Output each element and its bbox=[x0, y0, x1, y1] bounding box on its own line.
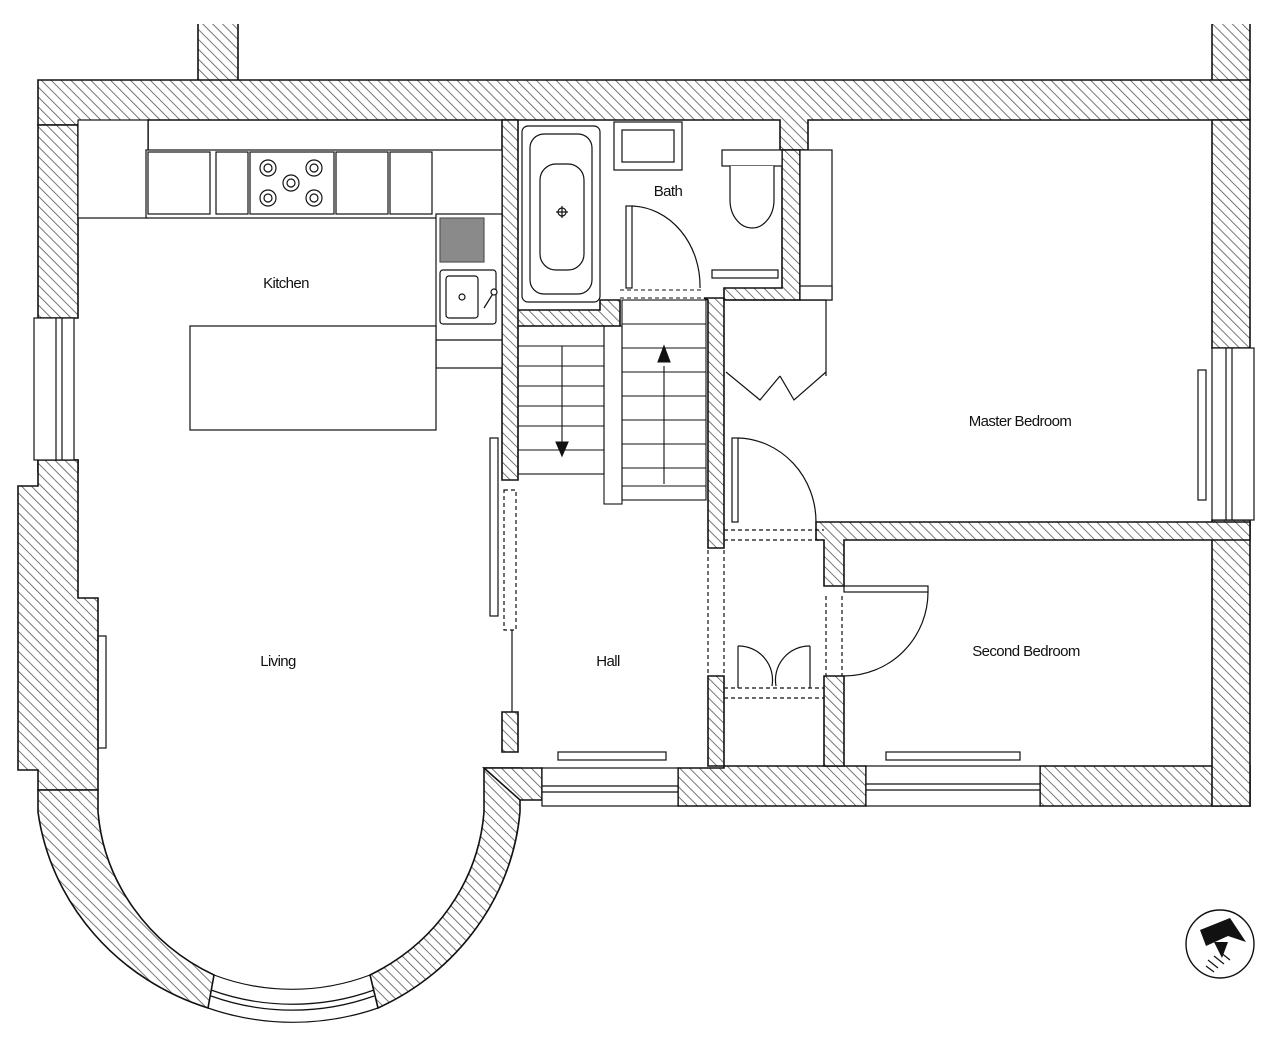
hall-pier bbox=[501, 711, 519, 753]
bath-west-wall bbox=[501, 119, 621, 481]
room-label-kitchen: Kitchen bbox=[263, 275, 309, 292]
kitchen-west-wall bbox=[37, 124, 79, 319]
sink-drain-icon bbox=[458, 293, 466, 301]
door-cupboard-double bbox=[737, 645, 811, 688]
bath-radiator bbox=[711, 269, 779, 279]
second-bedroom-west-wall bbox=[823, 675, 845, 767]
window-living-bay bbox=[207, 974, 379, 1023]
living-bay-wall bbox=[37, 789, 215, 1010]
windows bbox=[33, 317, 1255, 1023]
toilet-bowl bbox=[729, 166, 775, 229]
room-label-living: Living bbox=[260, 653, 296, 670]
living-west-wall bbox=[17, 459, 99, 791]
room-label-second-bedroom: Second Bedroom bbox=[972, 643, 1080, 660]
hall-south-wall-right bbox=[677, 765, 867, 807]
toilet-cistern bbox=[721, 149, 783, 167]
top-right-wall-stub bbox=[1212, 24, 1250, 82]
landing-east-wall bbox=[703, 297, 725, 549]
living-bay-wall-right bbox=[369, 767, 521, 1010]
door-bath bbox=[625, 205, 701, 289]
chimney-wall bbox=[198, 24, 238, 82]
staircase bbox=[517, 289, 707, 505]
door-master-bedroom bbox=[731, 437, 817, 523]
kitchen-island bbox=[189, 325, 437, 431]
stair-up-arrow-icon bbox=[657, 344, 671, 363]
window-master-bedroom bbox=[1197, 347, 1255, 521]
cupboard-west-wall bbox=[707, 675, 725, 767]
stair-treads-down bbox=[518, 345, 604, 451]
room-labels: Kitchen Bath Master Bedroom Living Hall … bbox=[260, 183, 1080, 670]
door-wardrobe-double bbox=[725, 299, 827, 401]
master-east-wall bbox=[1211, 119, 1251, 349]
bath-fixtures bbox=[521, 121, 833, 303]
walls bbox=[17, 24, 1251, 1010]
drainer bbox=[439, 217, 485, 263]
room-label-master-bedroom: Master Bedroom bbox=[969, 413, 1072, 430]
north-arrow-icon bbox=[1185, 909, 1255, 979]
hob-burner-icon bbox=[259, 159, 323, 207]
sliding-door-living bbox=[489, 437, 517, 712]
stair-down-arrow-icon bbox=[555, 441, 569, 458]
stair-balustrade bbox=[603, 325, 623, 505]
airing-cupboard bbox=[799, 149, 833, 301]
door-second-bedroom bbox=[843, 585, 929, 677]
dashed-thresholds bbox=[707, 529, 843, 699]
second-bedroom-east-wall bbox=[1211, 523, 1251, 807]
kitchen-fixtures bbox=[77, 119, 503, 431]
room-label-bath: Bath bbox=[654, 183, 683, 200]
doors bbox=[489, 205, 929, 712]
room-label-hall: Hall bbox=[596, 653, 620, 670]
window-kitchen bbox=[33, 317, 75, 461]
stair-flight-up bbox=[621, 299, 707, 501]
bedroom-dividing-wall bbox=[815, 521, 1251, 587]
kitchen-counter-corner bbox=[77, 119, 149, 219]
living-west-window-sill bbox=[97, 635, 107, 749]
window-hall bbox=[541, 751, 679, 807]
window-second-bedroom bbox=[865, 751, 1041, 807]
hob bbox=[249, 151, 335, 215]
